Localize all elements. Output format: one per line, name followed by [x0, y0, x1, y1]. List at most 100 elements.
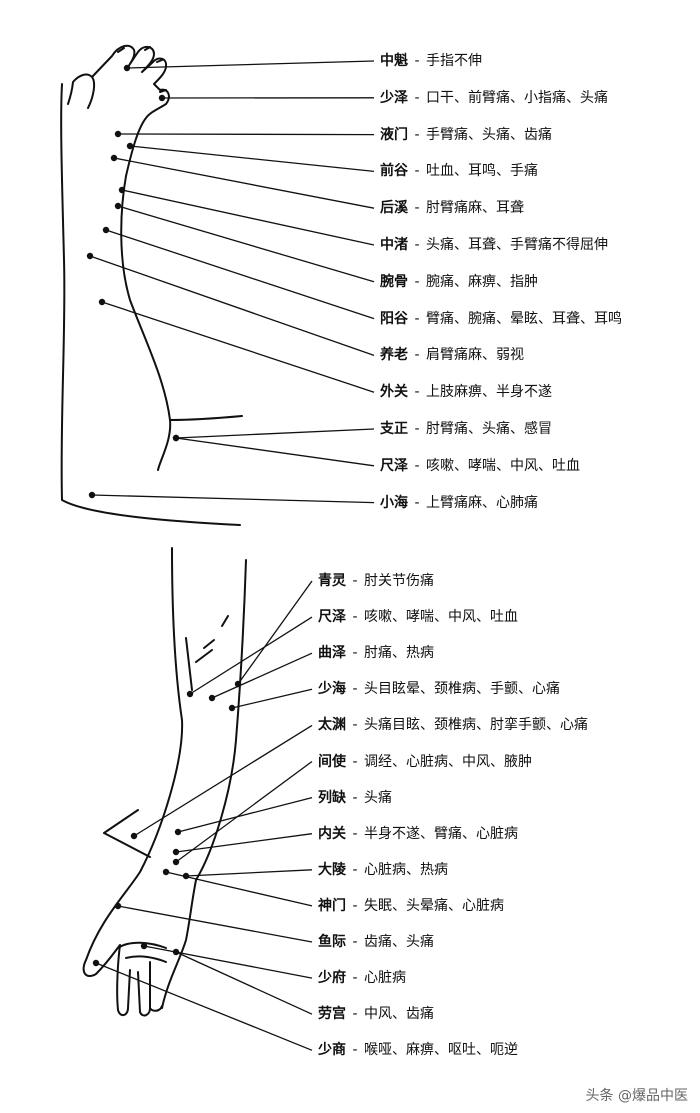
top-acupoint-dot — [172, 434, 180, 442]
bottom-acupoint-dot — [172, 948, 180, 956]
bottom-acupoint-label: 青灵 - 肘关节伤痛 — [318, 572, 434, 590]
bottom-acupoint-dot — [186, 690, 194, 698]
top-acupoint-dot — [86, 252, 94, 260]
top-leader-line — [101, 301, 375, 393]
top-acupoint-label: 中渚 - 头痛、耳聋、手臂痛不得屈伸 — [380, 236, 608, 254]
bottom-acupoint-dot — [172, 858, 180, 866]
acupoint-indications: 臂痛、腕痛、晕眩、耳聋、耳鸣 — [425, 310, 622, 327]
bottom-acupoint-label: 少海 - 头目眩晕、颈椎病、手颤、心痛 — [318, 680, 560, 698]
bottom-acupoint-label: 少府 - 心脏病 — [318, 969, 406, 987]
acupoint-indications: 头痛目眩、颈椎病、肘挛手颤、心痛 — [363, 717, 588, 734]
top-leader-line — [121, 189, 375, 246]
separator: - — [348, 970, 362, 987]
bottom-acupoint-label: 劳宫 - 中风、齿痛 — [318, 1005, 434, 1023]
bottom-acupoint-label: 曲泽 - 肘痛、热病 — [318, 644, 434, 662]
separator: - — [348, 934, 362, 950]
acupoint-indications: 心脏病、热病 — [363, 861, 448, 878]
top-acupoint-label: 支正 - 肘臂痛、头痛、感冒 — [380, 420, 552, 438]
acupoint-indications: 上臂痛麻、心肺痛 — [425, 494, 538, 511]
separator: - — [410, 347, 424, 364]
bottom-leader-line — [237, 580, 313, 685]
top-leader-line — [91, 494, 375, 504]
acupoint-name: 神门 — [318, 897, 346, 914]
top-leader-line — [129, 145, 375, 173]
acupoint-indications: 吐血、耳鸣、手痛 — [425, 163, 538, 180]
acupoint-indications: 心脏病 — [363, 970, 406, 987]
bottom-acupoint-label: 列缺 - 头痛 — [318, 789, 392, 807]
separator: - — [348, 645, 362, 662]
separator: - — [348, 753, 362, 770]
acupoint-name: 列缺 — [318, 789, 346, 806]
bottom-acupoint-dot — [174, 828, 182, 836]
top-acupoint-label: 腕骨 - 腕痛、麻痹、指肿 — [380, 273, 538, 291]
acupoint-indications: 头目眩晕、颈椎病、手颤、心痛 — [363, 681, 560, 698]
acupoint-name: 尺泽 — [318, 609, 346, 626]
separator: - — [410, 237, 424, 253]
separator: - — [410, 494, 424, 511]
bottom-acupoint-dot — [208, 694, 216, 702]
top-acupoint-label: 外关 - 上肢麻痹、半身不遂 — [380, 383, 552, 401]
bottom-leader-line — [189, 616, 313, 695]
bottom-leader-line — [95, 962, 313, 1051]
separator: - — [348, 609, 362, 626]
acupoint-indications: 喉哑、麻痹、呕吐、呃逆 — [363, 1042, 518, 1059]
acupoint-indications: 口干、前臂痛、小指痛、头痛 — [425, 89, 608, 106]
top-acupoint-dot — [123, 64, 131, 72]
acupoint-name: 少府 — [318, 970, 346, 987]
bottom-arm-outline — [82, 547, 247, 1017]
separator: - — [348, 573, 362, 589]
separator: - — [348, 861, 362, 878]
bottom-leader-line — [143, 945, 313, 979]
separator: - — [348, 825, 362, 842]
bottom-acupoint-label: 鱼际 - 齿痛、头痛 — [318, 933, 434, 951]
top-acupoint-dot — [118, 186, 126, 194]
bottom-acupoint-dot — [130, 832, 138, 840]
bottom-acupoint-dot — [162, 868, 170, 876]
acupoint-indications: 头痛 — [363, 789, 392, 806]
top-acupoint-dot — [158, 94, 166, 102]
top-leader-line — [126, 60, 375, 69]
acupoint-indications: 上肢麻痹、半身不遂 — [425, 384, 552, 401]
top-acupoint-label: 后溪 - 肘臂痛麻、耳聋 — [380, 199, 524, 217]
acupoint-name: 青灵 — [318, 573, 346, 589]
separator: - — [410, 457, 424, 474]
acupoint-indications: 腕痛、麻痹、指肿 — [425, 273, 538, 290]
top-acupoint-dot — [98, 298, 106, 306]
acupoint-indications: 中风、齿痛 — [363, 1006, 434, 1023]
top-acupoint-dot — [114, 202, 122, 210]
separator: - — [348, 717, 362, 734]
acupoint-indications: 齿痛、头痛 — [363, 934, 434, 950]
top-acupoint-dot — [88, 491, 96, 499]
bottom-acupoint-dot — [172, 848, 180, 856]
top-acupoint-dot — [102, 226, 110, 234]
top-acupoint-label: 少泽 - 口干、前臂痛、小指痛、头痛 — [380, 89, 608, 107]
acupoint-name: 曲泽 — [318, 645, 346, 662]
acupoint-indications: 肘痛、热病 — [363, 645, 434, 662]
bottom-acupoint-label: 间使 - 调经、心脏病、中风、腋肿 — [318, 753, 532, 771]
top-leader-line — [113, 157, 375, 209]
top-acupoint-dot — [126, 142, 134, 150]
separator: - — [410, 126, 424, 143]
bottom-leader-line — [117, 905, 313, 943]
separator: - — [410, 310, 424, 327]
top-leader-line — [175, 428, 375, 439]
bottom-acupoint-dot — [140, 942, 148, 950]
bottom-leader-line — [177, 796, 313, 833]
acupoint-indications: 肩臂痛麻、弱视 — [425, 347, 524, 364]
acupoint-name: 养老 — [380, 347, 408, 364]
acupoint-indications: 失眠、头晕痛、心脏病 — [363, 897, 504, 914]
acupoint-name: 液门 — [380, 126, 408, 143]
acupoint-name: 太渊 — [318, 717, 346, 734]
top-acupoint-label: 前谷 - 吐血、耳鸣、手痛 — [380, 162, 538, 180]
top-leader-line — [117, 205, 375, 283]
acupoint-name: 中渚 — [380, 237, 408, 253]
bottom-arm-creases — [103, 615, 229, 963]
separator: - — [410, 89, 424, 106]
separator: - — [410, 200, 424, 217]
watermark: 头条 @爆品中医 — [585, 1088, 688, 1104]
top-acupoint-label: 阳谷 - 臂痛、腕痛、晕眩、耳聋、耳鸣 — [380, 310, 622, 328]
acupoint-name: 阳谷 — [380, 310, 408, 327]
acupoint-name: 劳宫 — [318, 1006, 346, 1023]
bottom-acupoint-label: 大陵 - 心脏病、热病 — [318, 861, 448, 879]
